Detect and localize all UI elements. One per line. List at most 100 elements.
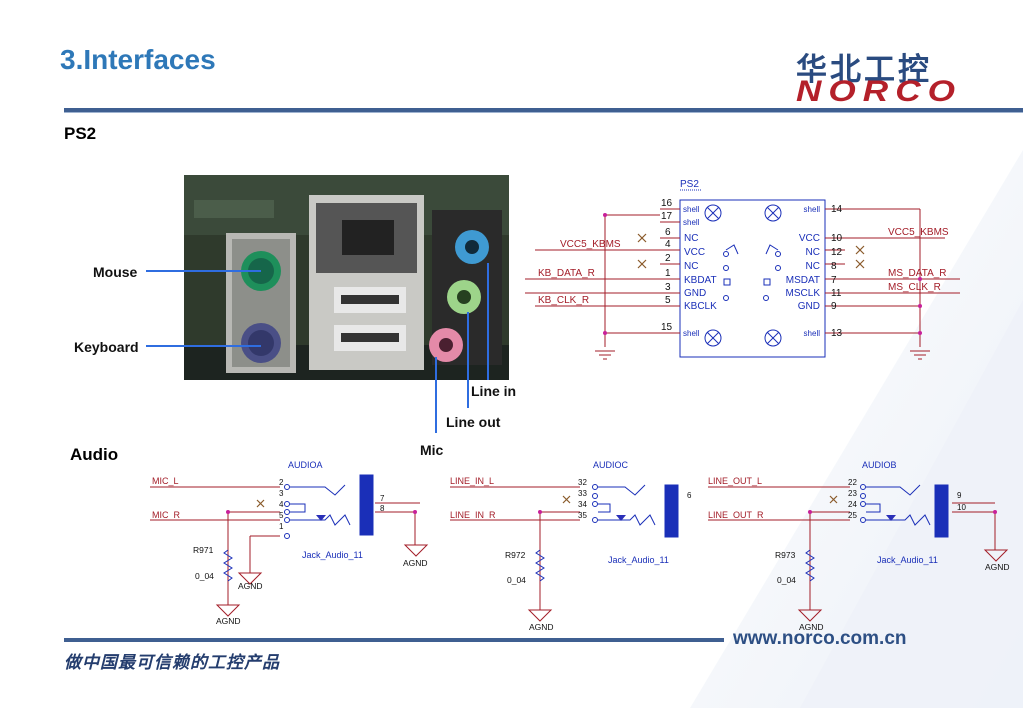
svg-text:7: 7 bbox=[380, 494, 385, 503]
agnd-a-bottom: AGND bbox=[216, 616, 241, 626]
svg-text:NC: NC bbox=[806, 261, 820, 272]
svg-text:24: 24 bbox=[848, 500, 857, 509]
agnd-b-right: AGND bbox=[985, 562, 1010, 572]
svg-text:10: 10 bbox=[957, 503, 966, 512]
svg-text:9: 9 bbox=[957, 491, 962, 500]
section-label-ps2: PS2 bbox=[64, 124, 97, 143]
svg-text:4: 4 bbox=[279, 500, 284, 509]
svg-text:35: 35 bbox=[578, 511, 587, 520]
line-in-callout: Line in bbox=[471, 383, 517, 399]
svg-text:VCC: VCC bbox=[684, 247, 705, 258]
svg-text:2: 2 bbox=[279, 478, 284, 487]
svg-text:VCC5_KBMS: VCC5_KBMS bbox=[888, 227, 949, 238]
agnd-a-mid: AGND bbox=[238, 581, 263, 591]
svg-text:KBDAT: KBDAT bbox=[684, 275, 717, 286]
audioa-ref: AUDIOA bbox=[288, 460, 323, 470]
svg-text:17: 17 bbox=[661, 211, 673, 222]
io-panel-photo bbox=[184, 175, 509, 380]
svg-text:10: 10 bbox=[831, 233, 843, 244]
svg-text:MSCLK: MSCLK bbox=[786, 288, 821, 299]
r971-value: 0_04 bbox=[195, 571, 214, 581]
svg-text:MS_CLK_R: MS_CLK_R bbox=[888, 282, 941, 293]
svg-text:5: 5 bbox=[665, 295, 671, 306]
svg-text:3: 3 bbox=[665, 282, 671, 293]
agnd-a-right: AGND bbox=[403, 558, 428, 568]
svg-text:shell: shell bbox=[683, 218, 700, 227]
r971-label: R971 bbox=[193, 545, 214, 555]
svg-text:MSDAT: MSDAT bbox=[786, 275, 820, 286]
svg-text:shell: shell bbox=[804, 205, 821, 214]
section-label-audio: Audio bbox=[70, 445, 119, 464]
net-mic-l: MIC_L bbox=[152, 476, 179, 486]
audio-block-b: 22 23 24 25 9 10 AUDIOB Jack_Audio_11 LINE_O… bbox=[708, 460, 1010, 630]
svg-text:8: 8 bbox=[380, 504, 385, 513]
svg-text:23: 23 bbox=[848, 489, 857, 498]
audiob-ref: AUDIOB bbox=[862, 460, 897, 470]
net-line-in-l: LINE_IN_L bbox=[450, 476, 494, 486]
website-url: www.norco.com.cn bbox=[733, 628, 907, 649]
svg-text:GND: GND bbox=[684, 288, 706, 299]
svg-text:NC: NC bbox=[806, 247, 820, 258]
agnd-c-bottom: AGND bbox=[529, 622, 554, 630]
svg-text:NC: NC bbox=[684, 261, 698, 272]
audio-block-c: 32 33 34 35 6 AUDIOC Jack_Audio_11 LINE_IN_… bbox=[450, 460, 692, 630]
audioc-ref: AUDIOC bbox=[593, 460, 629, 470]
net-line-out-l: LINE_OUT_L bbox=[708, 476, 762, 486]
ps2-part-label: PS2 bbox=[680, 179, 699, 190]
svg-text:1: 1 bbox=[279, 522, 284, 531]
svg-text:shell: shell bbox=[683, 205, 700, 214]
svg-text:6: 6 bbox=[665, 227, 671, 238]
audioa-jack: Jack_Audio_11 bbox=[302, 550, 363, 560]
agnd-b-bottom: AGND bbox=[799, 622, 824, 630]
mouse-callout: Mouse bbox=[93, 264, 138, 280]
footer-slogan: 做中国最可信赖的工控产品 bbox=[64, 653, 280, 673]
svg-text:KB_DATA_R: KB_DATA_R bbox=[538, 268, 595, 279]
svg-text:14: 14 bbox=[831, 204, 843, 215]
net-line-out-r: LINE_OUT_R bbox=[708, 510, 764, 520]
audiob-jack: Jack_Audio_11 bbox=[877, 555, 938, 565]
svg-text:2: 2 bbox=[665, 253, 671, 264]
svg-text:32: 32 bbox=[578, 478, 587, 487]
r973-label: R973 bbox=[775, 550, 796, 560]
net-mic-r: MIC_R bbox=[152, 510, 181, 520]
logo-chinese: 华北工控 bbox=[796, 52, 932, 88]
svg-text:22: 22 bbox=[848, 478, 857, 487]
svg-text:KBCLK: KBCLK bbox=[684, 301, 717, 312]
svg-text:1: 1 bbox=[665, 268, 671, 279]
svg-text:shell: shell bbox=[683, 329, 700, 338]
svg-text:shell: shell bbox=[804, 329, 821, 338]
norco-logo: NORCO bbox=[796, 78, 962, 104]
svg-text:3: 3 bbox=[279, 489, 284, 498]
svg-text:8: 8 bbox=[831, 261, 837, 272]
svg-text:34: 34 bbox=[578, 500, 587, 509]
svg-text:9: 9 bbox=[831, 301, 837, 312]
svg-text:12: 12 bbox=[831, 247, 843, 258]
svg-text:16: 16 bbox=[661, 198, 673, 209]
svg-text:VCC: VCC bbox=[799, 233, 820, 244]
r972-value: 0_04 bbox=[507, 575, 526, 585]
svg-text:4: 4 bbox=[665, 239, 671, 250]
svg-text:GND: GND bbox=[798, 301, 820, 312]
svg-text:VCC5_KBMS: VCC5_KBMS bbox=[560, 239, 621, 250]
svg-text:25: 25 bbox=[848, 511, 857, 520]
svg-text:33: 33 bbox=[578, 489, 587, 498]
audioc-jack: Jack_Audio_11 bbox=[608, 555, 669, 565]
svg-text:13: 13 bbox=[831, 328, 843, 339]
mic-callout: Mic bbox=[420, 442, 444, 458]
svg-text:KB_CLK_R: KB_CLK_R bbox=[538, 295, 589, 306]
svg-text:NC: NC bbox=[684, 233, 698, 244]
page-title: 3.Interfaces bbox=[60, 44, 216, 75]
svg-text:6: 6 bbox=[687, 491, 692, 500]
net-line-in-r: LINE_IN_R bbox=[450, 510, 496, 520]
ps2-schematic: PS2 bbox=[525, 179, 960, 360]
svg-text:MS_DATA_R: MS_DATA_R bbox=[888, 268, 947, 279]
svg-text:7: 7 bbox=[831, 275, 837, 286]
svg-text:11: 11 bbox=[831, 288, 842, 299]
r972-label: R972 bbox=[505, 550, 526, 560]
logo-english: NORCO bbox=[796, 78, 962, 104]
